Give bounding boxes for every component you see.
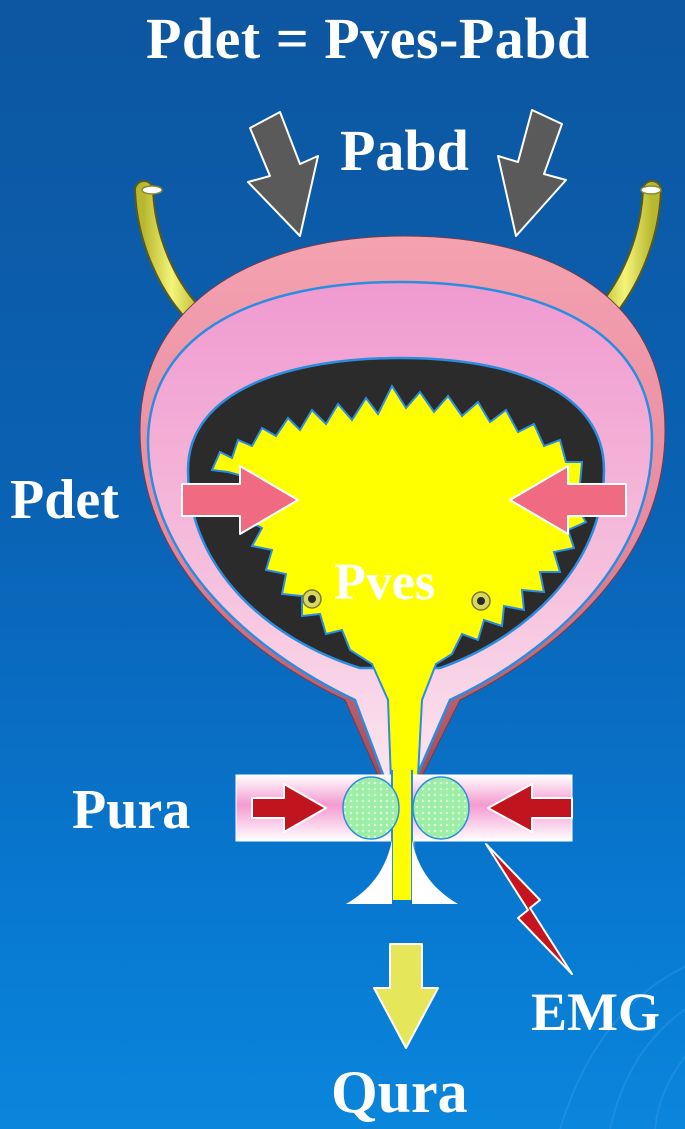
label-qura: Qura: [331, 1062, 468, 1122]
emg-bolt: [486, 844, 572, 974]
pressure-sensor-right: [472, 592, 490, 610]
pressure-sensor-left: [303, 590, 321, 608]
formula-title: Pdet = Pves-Pabd: [146, 10, 590, 68]
pabd-arrow-right: [498, 110, 566, 236]
sphincter-right-muscle: [413, 777, 469, 839]
label-pves: Pves: [334, 557, 435, 609]
label-pdet: Pdet: [10, 472, 119, 528]
label-pura: Pura: [72, 782, 190, 838]
left-ureter: [142, 186, 200, 320]
pabd-arrow-left: [248, 112, 318, 236]
qura-arrow: [374, 944, 438, 1048]
label-pabd: Pabd: [340, 122, 469, 180]
label-emg: EMG: [531, 985, 660, 1039]
sphincter-left-muscle: [343, 777, 399, 839]
